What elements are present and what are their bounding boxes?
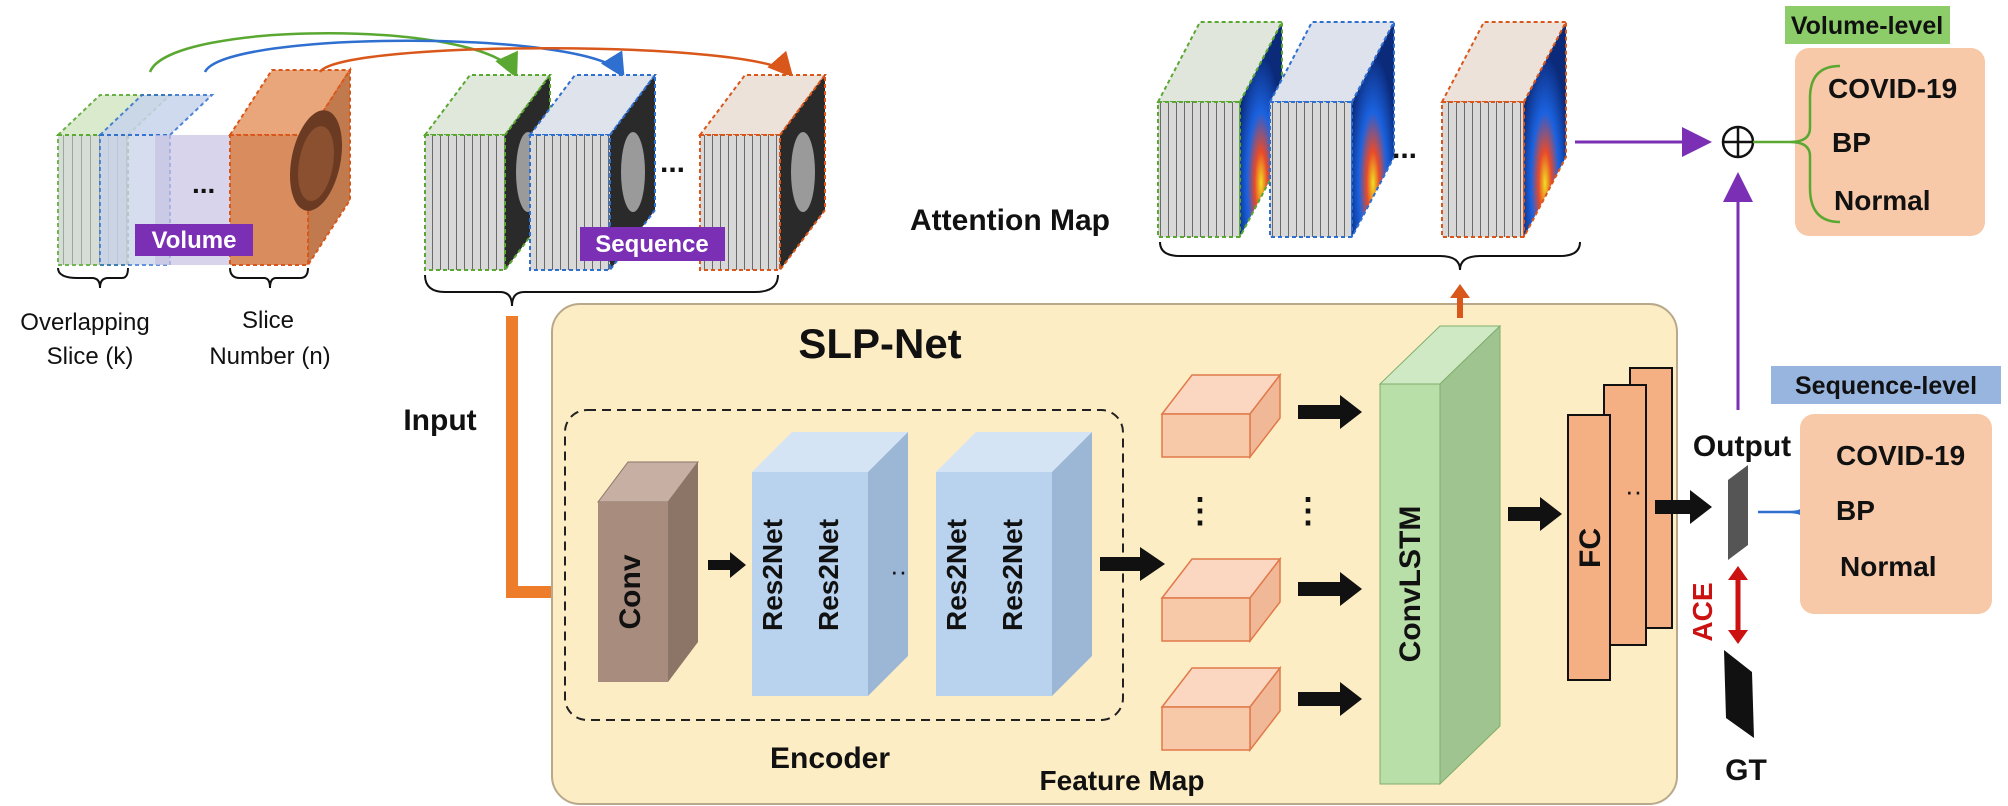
overlap-brace [57,267,129,289]
attention-block-orange [1440,21,1568,238]
fm-to-convlstm-arrow-3 [1298,682,1362,716]
feature-map-block-2 [1160,556,1282,644]
sequence-class-covid: COVID-19 [1836,440,1965,471]
slp-net-title: SLP-Net [798,320,961,367]
volume-class-normal: Normal [1834,185,1930,216]
volume-class-covid: COVID-19 [1828,73,1957,104]
volume-ellipsis: ... [192,168,215,199]
sequence-level-title: Sequence-level [1795,372,1977,400]
feature-vellipsis-1: ⋮ [1183,492,1217,530]
feature-vellipsis-2: ⋮ [1291,492,1325,530]
output-label: Output [1693,430,1791,463]
slice-label-1: Slice [242,307,294,334]
sequence-label-bg [580,227,725,261]
res2net-block-4 [992,432,1092,696]
ace-arrowhead-down [1728,630,1748,644]
overlapping-label-2: Slice (k) [47,343,134,370]
res2net-label-2: Res2Net [813,519,844,631]
res2net-label-3: Res2Net [941,519,972,631]
volume-label-bg [135,224,253,256]
sequence-level-box [1800,414,1992,614]
feature-map-block-3 [1160,665,1282,753]
overlapping-label-1: Overlapping [20,309,149,336]
conv-to-res2net-arrow [708,552,746,578]
sequence-class-bp: BP [1836,495,1875,526]
slp-net-panel [551,303,1678,805]
attention-up-arrowhead [1450,284,1470,298]
sequence-level-header [1771,366,2001,404]
blue-arc-arrow [203,39,625,79]
fc-label: FC [1574,528,1607,568]
volume-level-title: Volume-level [1791,12,1943,40]
volume-level-box [1795,48,1985,236]
fm-to-convlstm-arrow-1 [1298,395,1362,429]
volume-bracket [1789,64,1841,224]
input-label: Input [403,404,476,437]
convlstm-block [1378,324,1502,786]
slice-label-2: Number (n) [209,343,330,370]
sequence-brace [424,274,779,307]
output-shape [1728,465,1748,560]
convlstm-label: ConvLSTM [1394,506,1427,663]
conv-block [597,461,699,682]
sequence-label: Sequence [595,231,708,258]
ace-arrowhead-up [1728,566,1748,580]
conv-label: Conv [614,554,647,629]
volume-label: Volume [152,227,237,254]
orange-arc-arrow [318,47,794,78]
ace-label: ACE [1687,582,1718,641]
attention-ellipsis: ... [1392,132,1417,165]
res2net-label-1: Res2Net [757,519,788,631]
attention-block-green [1156,21,1284,238]
convlstm-to-fc-arrow [1508,497,1562,531]
fm-to-convlstm-arrow-2 [1298,572,1362,606]
attention-block-blue [1268,21,1396,238]
gt-label: GT [1725,754,1767,787]
attention-brace [1159,241,1581,271]
encoder-label: Encoder [770,742,890,775]
gt-shape [1724,650,1754,738]
feature-map-block-1 [1160,372,1282,460]
fc-ellipsis: ·· [1625,476,1642,506]
sequence-ellipsis: ... [660,146,685,179]
res2net-ellipsis: ·· [890,556,907,586]
attention-up-shaft [1457,296,1463,318]
volume-level-header [1785,6,1950,44]
res2net-label-4: Res2Net [997,519,1028,631]
volume-class-bp: BP [1832,127,1871,158]
sequence-class-normal: Normal [1840,551,1936,582]
fc-to-output-arrow [1655,490,1712,524]
green-arc-arrow [148,32,518,79]
res2net-block-2 [808,432,908,696]
attention-map-label: Attention Map [910,204,1110,237]
fc-block [1567,367,1673,681]
slice-number-brace [229,267,309,289]
encoder-to-feature-arrow [1100,547,1165,581]
feature-map-label: Feature Map [1040,765,1205,796]
